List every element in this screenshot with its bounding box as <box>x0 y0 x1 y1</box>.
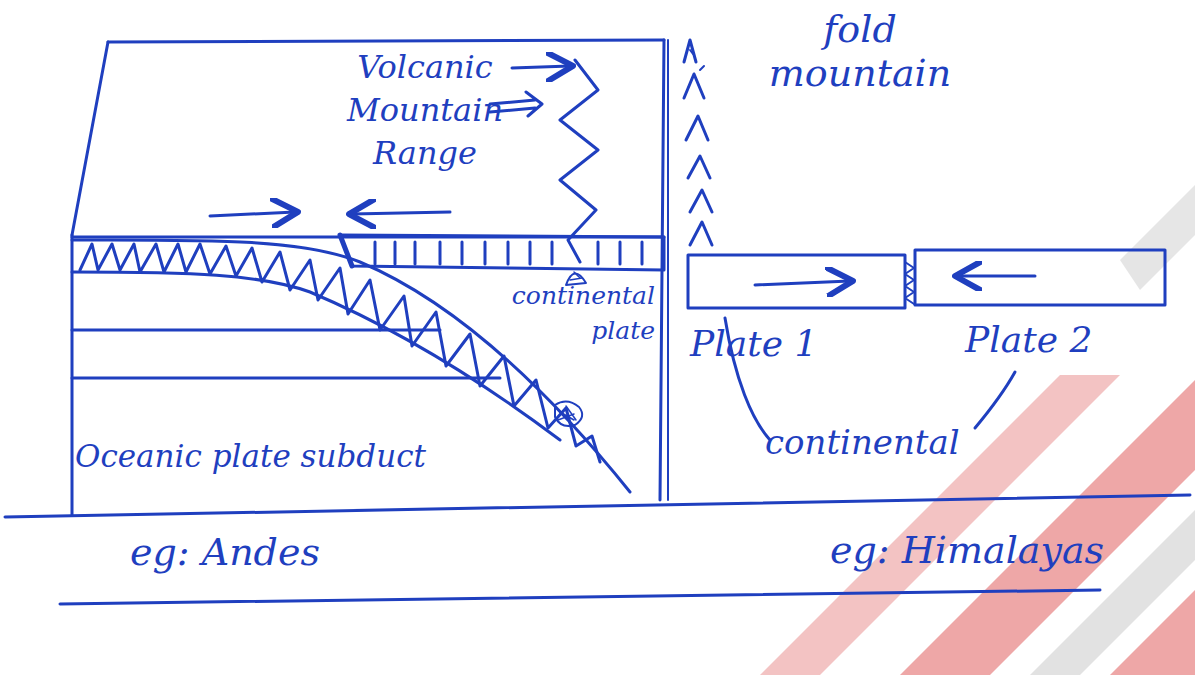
motion-arrows <box>210 212 1035 285</box>
oceanic-plate <box>72 240 630 492</box>
volcano-symbol <box>490 60 598 285</box>
plate-label: Plate 2 <box>965 318 1092 361</box>
example-label: eg: Himalayas <box>830 528 1104 574</box>
plate-label: Oceanic plate subduct <box>75 438 426 475</box>
collision-plates <box>668 40 1165 500</box>
example-label: eg: Andes <box>130 530 320 576</box>
watermark <box>760 185 1195 675</box>
plate-label: Plate 1 <box>690 322 817 365</box>
continental-plate <box>340 235 664 270</box>
volcano-label: Volcanic Mountain Range <box>330 46 520 176</box>
block-diagram-frame <box>5 40 1190 604</box>
plate-label: continental <box>765 422 960 463</box>
mountain-label: fold mountain <box>745 8 975 95</box>
plate-label: continental plate <box>505 278 655 348</box>
